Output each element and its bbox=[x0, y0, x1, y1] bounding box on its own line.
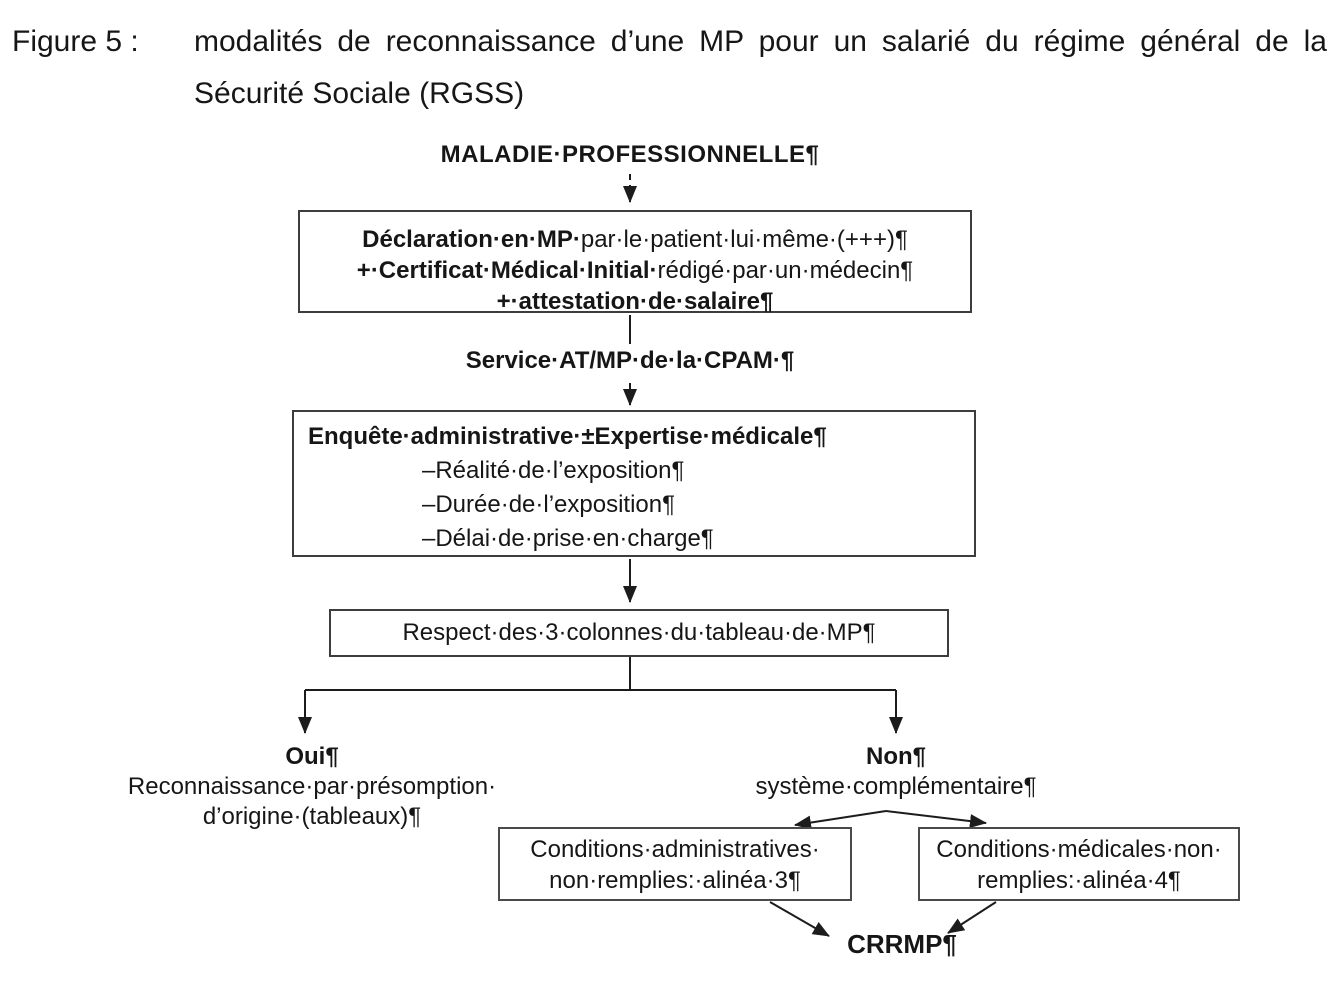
figure-caption-line1: modalités de reconnaissance d’une MP pou… bbox=[194, 25, 1327, 58]
box-conditions-administratives: Conditions·administratives· non·remplies… bbox=[498, 827, 852, 901]
enquete-title: Enquête·administrative·±Expertise·médica… bbox=[308, 423, 827, 450]
enquete-item: –Délai·de·prise·en·charge¶ bbox=[422, 525, 714, 552]
oui-desc-line1: Reconnaissance·par·présomption· bbox=[127, 773, 497, 800]
arrow-non-to-medical bbox=[885, 810, 987, 829]
oui-title: Oui¶ bbox=[285, 743, 339, 770]
enquete-item: –Réalité·de·l’exposition¶ bbox=[422, 457, 685, 484]
non-title: Non¶ bbox=[866, 743, 926, 770]
declaration-line1: Déclaration·en·MP·par·le·patient·lui·mêm… bbox=[362, 226, 908, 253]
node-crrmp: CRRMP¶ bbox=[847, 929, 957, 959]
box-declaration: Déclaration·en·MP·par·le·patient·lui·mêm… bbox=[298, 210, 972, 315]
admin-line2: non·remplies:·alinéa·3¶ bbox=[549, 867, 801, 894]
arrow-non-to-admin bbox=[794, 810, 887, 830]
node-maladie-professionnelle: MALADIE·PROFESSIONNELLE¶ bbox=[440, 141, 820, 168]
box-enquete: Enquête·administrative·±Expertise·médica… bbox=[292, 410, 976, 557]
declaration-line3: +·attestation·de·salaire¶ bbox=[496, 288, 774, 315]
box-conditions-medicales: Conditions·médicales·non· remplies:·alin… bbox=[918, 827, 1240, 901]
admin-line1: Conditions·administratives· bbox=[530, 836, 820, 863]
figure-caption-line2: Sécurité Sociale (RGSS) bbox=[194, 77, 525, 110]
medical-line1: Conditions·médicales·non· bbox=[936, 836, 1222, 863]
medical-line2: remplies:·alinéa·4¶ bbox=[977, 867, 1181, 894]
enquete-item: –Durée·de·l’exposition¶ bbox=[422, 491, 676, 518]
branch-oui: Oui¶ Reconnaissance·par·présomption· d’o… bbox=[92, 742, 532, 832]
box-respect-tableau: Respect·des·3·colonnes·du·tableau·de·MP¶ bbox=[329, 609, 949, 657]
figure-label: Figure 5 : bbox=[12, 25, 139, 58]
oui-desc-line2: d’origine·(tableaux)¶ bbox=[202, 803, 422, 830]
non-subtitle: système·complémentaire¶ bbox=[755, 773, 1037, 800]
branch-non: Non¶ système·complémentaire¶ bbox=[676, 742, 1116, 802]
declaration-line2: +·Certificat·Médical·Initial·rédigé·par·… bbox=[356, 257, 914, 284]
node-service-cpam: Service·AT/MP·de·la·CPAM·¶ bbox=[465, 347, 795, 374]
